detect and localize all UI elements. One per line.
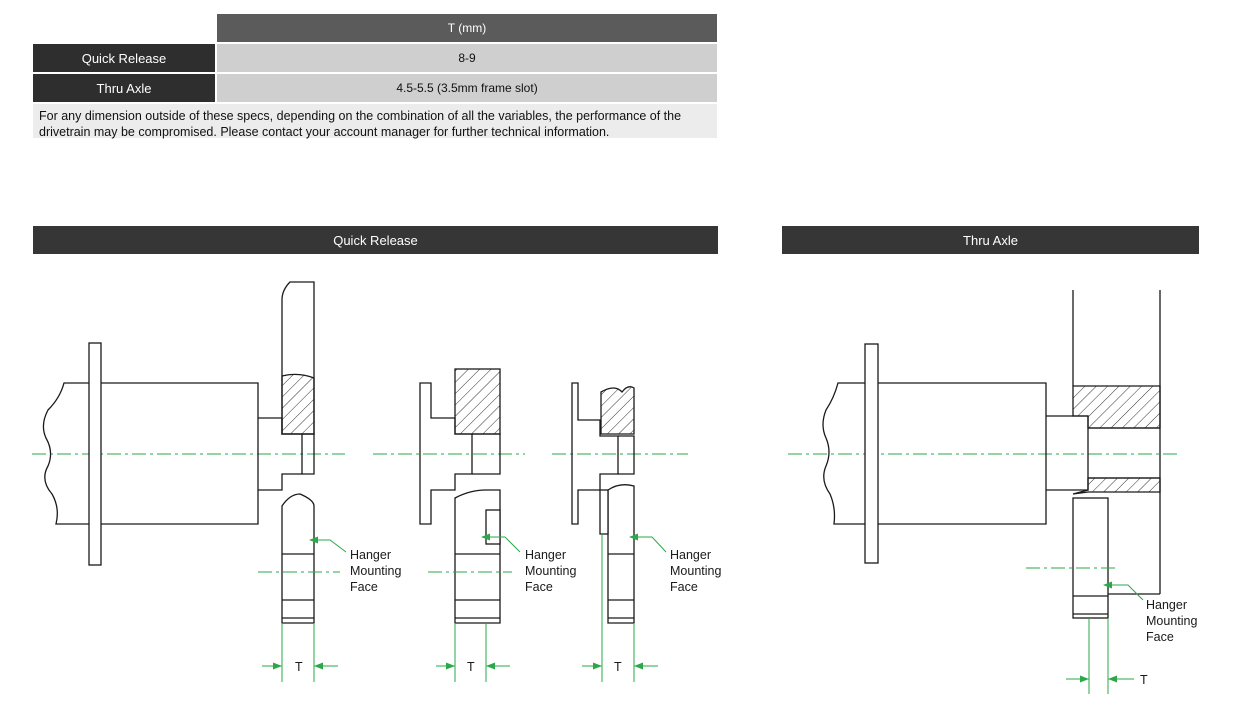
spec-note: For any dimension outside of these specs… — [33, 104, 717, 139]
hanger-label-line1: Hanger — [525, 548, 566, 562]
row-label-quick-release: Quick Release — [33, 44, 215, 72]
column-header-t: T (mm) — [217, 14, 717, 42]
dimension-t-label: T — [467, 660, 475, 674]
table-row: Quick Release 8-9 — [33, 44, 717, 72]
hanger-label-2: Hanger Mounting Face T — [467, 548, 576, 674]
spec-table-corner — [33, 14, 215, 42]
qr-drawing-3 — [552, 382, 688, 682]
hanger-label-line3: Face — [350, 580, 378, 594]
hanger-label-line1: Hanger — [670, 548, 711, 562]
hanger-label-line2: Mounting — [525, 564, 576, 578]
hanger-label-line2: Mounting — [350, 564, 401, 578]
hanger-label-line2: Mounting — [1146, 614, 1197, 628]
hanger-label-1: Hanger Mounting Face T — [295, 548, 401, 674]
dimension-t-label: T — [295, 660, 303, 674]
qr-drawing-1 — [32, 281, 347, 682]
row-value-thru-axle: 4.5-5.5 (3.5mm frame slot) — [217, 74, 717, 102]
hanger-label-line1: Hanger — [350, 548, 391, 562]
hanger-label-line3: Face — [525, 580, 553, 594]
spec-table: T (mm) Quick Release 8-9 Thru Axle 4.5-5… — [33, 14, 717, 139]
section-header-thru-axle: Thru Axle — [782, 226, 1199, 254]
section-header-quick-release: Quick Release — [33, 226, 718, 254]
hanger-label-line1: Hanger — [1146, 598, 1187, 612]
hanger-label-line2: Mounting — [670, 564, 721, 578]
hanger-label-line3: Face — [670, 580, 698, 594]
row-value-quick-release: 8-9 — [217, 44, 717, 72]
hanger-label-line3: Face — [1146, 630, 1174, 644]
hanger-label-4: Hanger Mounting Face T — [1140, 598, 1197, 687]
qr-drawing-2 — [373, 368, 525, 682]
dimension-t-label: T — [1140, 673, 1148, 687]
spec-table-header-row: T (mm) — [33, 14, 717, 42]
dimension-t-label: T — [614, 660, 622, 674]
hanger-label-3: Hanger Mounting Face T — [614, 548, 721, 674]
ta-drawing — [788, 290, 1180, 694]
table-row: Thru Axle 4.5-5.5 (3.5mm frame slot) — [33, 74, 717, 102]
row-label-thru-axle: Thru Axle — [33, 74, 215, 102]
